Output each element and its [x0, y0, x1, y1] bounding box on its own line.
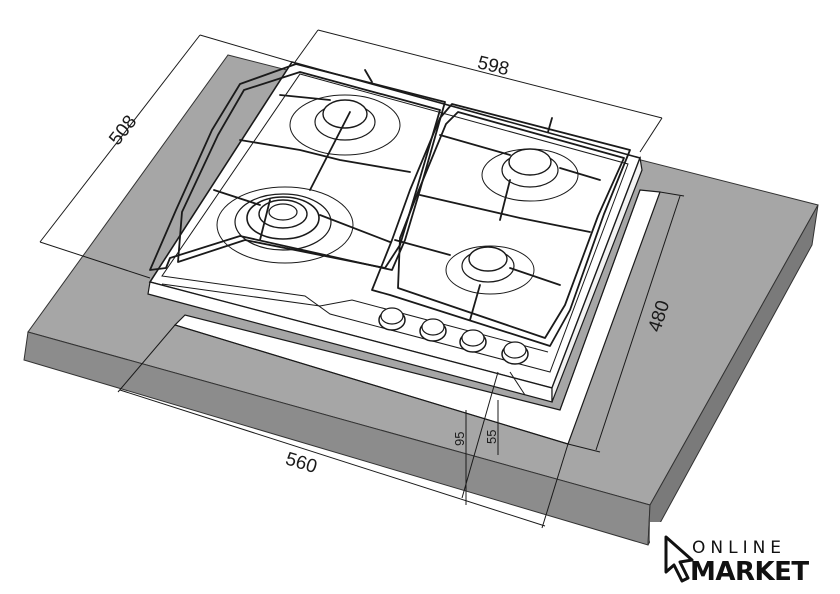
cursor-arrow-icon: [664, 535, 694, 583]
knob-1: [378, 307, 406, 331]
hob-control-strip: [161, 283, 549, 353]
dim-95-label: 95: [452, 432, 467, 446]
logo-line1: ONLINE: [692, 538, 786, 558]
hob-side-rim: [551, 155, 643, 403]
countertop-side-edge: [647, 204, 819, 546]
dim-55-label: 55: [484, 430, 499, 444]
dim-560-line: [119, 389, 546, 527]
knob-2: [419, 318, 447, 342]
knob-4: [501, 341, 529, 365]
pan-supports: [149, 63, 631, 347]
burner-rear-left: [289, 94, 401, 156]
hob: [147, 61, 643, 403]
online-market-logo: ONLINE MARKET: [650, 522, 840, 594]
grate-left-frame: [149, 63, 446, 271]
burners: [216, 94, 579, 295]
logo-line2: MARKET: [690, 557, 809, 587]
dim-508-line: [39, 34, 201, 243]
hob-recess-outline: [161, 73, 629, 373]
dim-598-label: 598: [475, 52, 511, 80]
dimension-lines: [39, 29, 685, 529]
burner-front-right: [445, 245, 535, 295]
dim-560-label: 560: [283, 449, 319, 478]
dim-480-line: [595, 195, 681, 451]
dim-598-line: [317, 29, 663, 119]
control-knobs: [378, 307, 529, 365]
burner-front-left-wok: [216, 186, 354, 264]
knob-3: [459, 329, 487, 353]
grate-right-frame: [371, 103, 631, 347]
burner-rear-right: [481, 148, 579, 202]
